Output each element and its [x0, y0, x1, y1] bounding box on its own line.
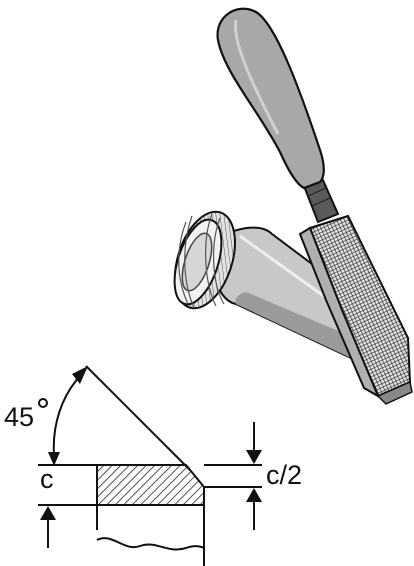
chamfer-arrow-top: [246, 450, 262, 464]
chamfer-arrow-bottom: [246, 488, 262, 502]
angle-label: 45: [4, 402, 35, 432]
angle-arc: [52, 375, 81, 457]
degree-symbol: [38, 398, 48, 408]
section-break-line: [96, 537, 205, 551]
angle-reference-line: [85, 365, 191, 471]
angle-arrow-top: [72, 366, 88, 384]
file-tool: [216, 7, 413, 405]
thickness-label: c: [40, 464, 54, 494]
file-tip: [376, 380, 413, 405]
angle-arrow-bottom: [48, 452, 60, 466]
file-blade-edge: [298, 226, 381, 399]
section-hatch: [96, 464, 205, 506]
chamfer-depth-label: c/2: [266, 460, 303, 490]
file-handle: [216, 7, 325, 190]
cross-section: [38, 365, 262, 566]
thickness-arrow: [40, 506, 56, 520]
